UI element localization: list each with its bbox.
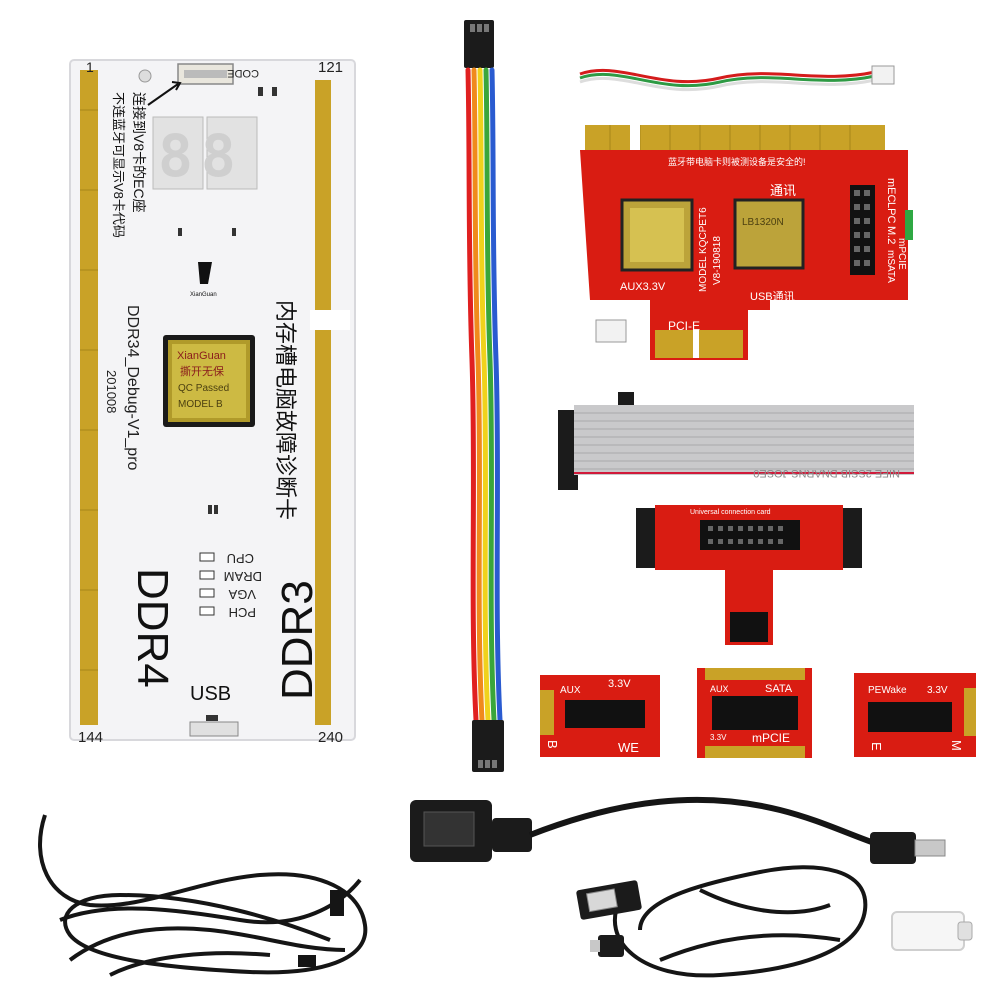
black-usb-cable-coiled — [38, 814, 368, 977]
pcie-model: MODEL KQCPET6 — [698, 207, 709, 292]
arrow-note: 连接到V8卡的EC座 — [131, 92, 147, 213]
svg-text:MODEL B: MODEL B — [178, 399, 223, 410]
pcie-side-lpc: LPC — [885, 202, 897, 223]
micro-usb-plug — [870, 832, 916, 864]
svg-text:XianGuan: XianGuan — [177, 350, 226, 362]
svg-text:SATA: SATA — [765, 683, 793, 695]
gold-fingers-right — [315, 80, 331, 310]
pcie-side-m2: M.2 — [885, 226, 897, 244]
seven-segment-display: 88 — [152, 116, 258, 190]
seven-seg-digits: 88 — [158, 122, 244, 190]
ddr-debug-card: 1 121 144 240 CODE 连接到V8卡的EC座 不连蓝牙可显示V8卡… — [69, 59, 356, 746]
svg-text:3.3V: 3.3V — [608, 678, 631, 690]
svg-text:QC Passed: QC Passed — [178, 383, 229, 394]
pcie-usb-label: USB通讯 — [750, 290, 795, 303]
pcie-debug-card: LB1320N 蓝牙带电脑卡则被测设备是安全的! 通讯 MODEL KQCPET… — [580, 125, 913, 360]
led-label-pch: PCH — [229, 605, 256, 620]
usb-c-adapter — [891, 911, 973, 951]
svg-text:mPCIE: mPCIE — [752, 731, 790, 745]
bluetooth-note: 不连蓝牙可显示V8卡代码 — [111, 92, 126, 238]
pcie-label: PCI-E — [668, 319, 700, 333]
svg-text:M: M — [949, 740, 964, 751]
rainbow-jumper-cable — [464, 20, 504, 772]
pcie-side-mpcie: mPCIE — [896, 238, 907, 270]
pin-144-label: 144 — [78, 729, 103, 746]
debug-chip: XianGuan 撕开无保 QC Passed MODEL B — [163, 335, 255, 427]
brand-logo: XianGuan — [190, 262, 217, 298]
svg-text:E: E — [869, 742, 884, 751]
svg-text:撕开无保: 撕开无保 — [180, 364, 224, 378]
arrow-icon — [147, 81, 182, 106]
usb-label: USB — [190, 683, 231, 705]
usb-connector — [189, 721, 239, 737]
svg-text:3.3V: 3.3V — [927, 685, 948, 696]
ddr3-label: DDR3 — [273, 580, 322, 700]
pcie-version: V8-190818 — [712, 236, 723, 285]
pcie-side-msata: mSATA — [885, 250, 896, 283]
small-card-3-header — [868, 702, 952, 732]
model-line: DDR34_Debug-V1_pro — [124, 305, 141, 471]
small-card-1-header — [565, 700, 645, 728]
small-card-2: AUX SATA 3.3V mPCIE — [697, 668, 812, 758]
ec-port — [595, 319, 627, 343]
t-adapter-header — [700, 520, 800, 550]
ddr4-label: DDR4 — [128, 568, 177, 688]
pcie-pin-header — [850, 185, 875, 275]
card-title-cn: 内存槽电脑故障诊断卡 — [273, 300, 298, 520]
pcie-chip-right — [733, 198, 805, 270]
led-indicators: CPU DRAM VGA PCH — [199, 551, 262, 620]
ribbon-print: NIFE 2SSIB DNARNS JOSE0 — [753, 467, 900, 479]
three-wire-cable — [579, 65, 895, 92]
ribbon-cable: NIFE 2SSIB DNARNS JOSE0 — [558, 392, 914, 490]
otg-adapter-cable — [410, 796, 946, 864]
small-card-3: PEWake 3.3V E M — [854, 673, 976, 757]
led-label-cpu: CPU — [227, 551, 254, 566]
pcie-side-mec: mEC — [885, 178, 897, 203]
svg-text:AUX: AUX — [710, 684, 729, 694]
svg-text:PEWake: PEWake — [868, 685, 907, 696]
small-card-2-header — [712, 696, 798, 730]
t-adapter-card: Universal connection card — [636, 505, 862, 645]
svg-text:B: B — [545, 740, 560, 749]
pcie-ec-label: EC — [600, 305, 615, 317]
date-line: 201008 — [104, 370, 119, 413]
pcie-aux: AUX3.3V — [620, 281, 666, 293]
t-adapter-label: Universal connection card — [690, 509, 771, 516]
code-label: CODE — [227, 67, 259, 79]
svg-text:AUX: AUX — [560, 685, 581, 696]
led-label-dram: DRAM — [224, 569, 262, 584]
led-label-vga: VGA — [228, 587, 256, 602]
svg-text:WE: WE — [618, 740, 639, 755]
micro-usb-plug-2 — [598, 935, 624, 957]
pin-240-label: 240 — [318, 729, 343, 746]
small-card-1: AUX 3.3V B WE — [540, 675, 660, 757]
svg-text:XianGuan: XianGuan — [190, 292, 217, 298]
svg-text:3.3V: 3.3V — [710, 733, 727, 742]
pcie-top-cn: 蓝牙带电脑卡则被测设备是安全的! — [668, 156, 806, 167]
pin-1-label: 1 — [86, 59, 94, 75]
usb-charging-cable-coiled — [576, 865, 868, 978]
pcie-tongxun: 通讯 — [770, 183, 796, 198]
gold-fingers-left — [80, 70, 98, 725]
pin-121-label: 121 — [318, 59, 343, 76]
svg-text:LB1320N: LB1320N — [742, 217, 784, 228]
